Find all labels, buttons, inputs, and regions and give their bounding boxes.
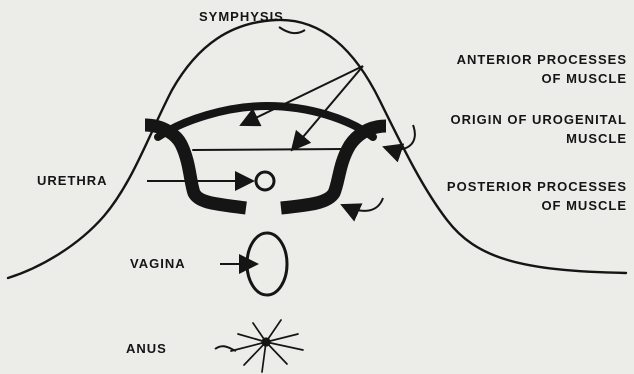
- anus-star: [231, 320, 303, 372]
- symphysis-leader: [279, 27, 305, 33]
- anus-label: ANUS: [126, 341, 167, 357]
- anterior-processes-label-line-2: OF MUSCLE: [367, 71, 627, 87]
- anus-leader: [215, 346, 236, 351]
- symphysis-label: SYMPHYSIS: [199, 9, 284, 25]
- vagina-label: VAGINA: [130, 256, 186, 272]
- posterior-processes-label-line-1: POSTERIOR PROCESSES: [353, 179, 627, 195]
- anterior-processes-inner-line: [193, 149, 345, 150]
- anterior-arrow-left: [241, 66, 363, 125]
- anterior-processes-label-line-1: ANTERIOR PROCESSES: [367, 52, 627, 68]
- anterior-processes-band: [158, 106, 373, 137]
- urethra-label: URETHRA: [37, 173, 108, 189]
- urethra-circle: [256, 172, 274, 190]
- posterior-processes-label-line-2: OF MUSCLE: [353, 198, 627, 214]
- origin-urogenital-label-line-2: MUSCLE: [363, 131, 627, 147]
- origin-urogenital-label-line-1: ORIGIN OF UROGENITAL: [363, 112, 627, 128]
